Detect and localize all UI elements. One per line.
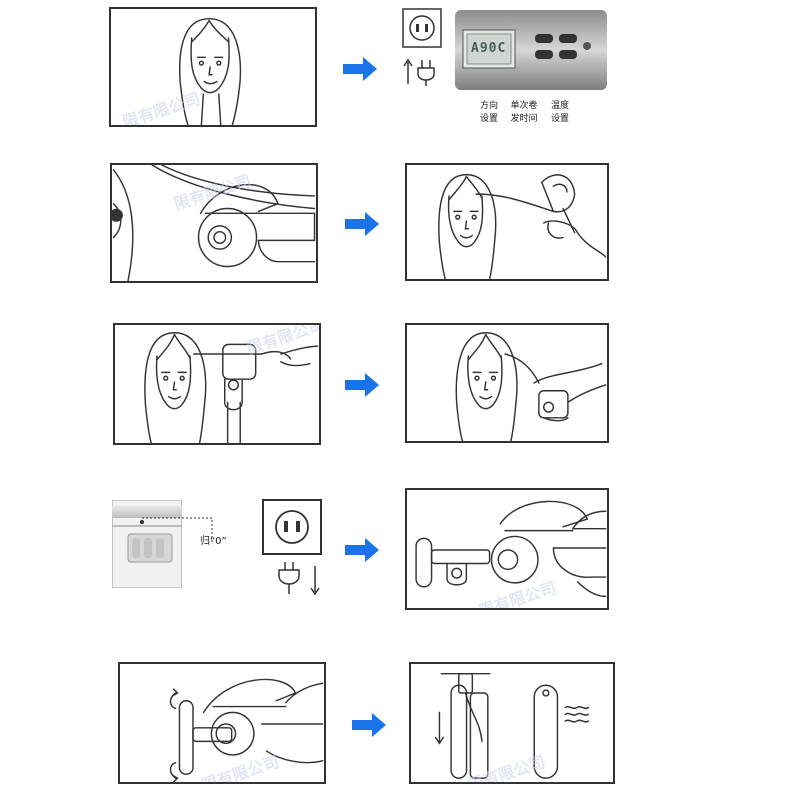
- step2-curler-closeup-panel: 限有限公司: [110, 163, 318, 283]
- arrow-right-icon: [345, 538, 379, 562]
- arrow-right-icon: [345, 212, 379, 236]
- curler-closeup: [112, 165, 316, 281]
- rotate-cleaning-tool: [169, 678, 324, 782]
- label-temperature: 温度 设置: [550, 101, 569, 124]
- step1-woman-panel: 限有限公司: [109, 7, 317, 127]
- power-socket-icon: [262, 499, 322, 555]
- step4-clean-tool-panel: 限有限公司: [405, 488, 609, 610]
- woman-inserting-hair: [438, 173, 607, 279]
- label-duration: 单次卷 发时间: [510, 101, 538, 124]
- step2-hair-insert-panel: [405, 163, 609, 281]
- woman-curling-hair: [455, 332, 607, 441]
- woman-holding-curler: [144, 332, 319, 443]
- power-socket-icon: [402, 8, 442, 48]
- cleaning-tool-insert: [415, 500, 607, 598]
- step3-clamp-panel: 限有限公司: [113, 323, 321, 445]
- step5-remove-tool-panel: 限有限公司: [409, 662, 615, 784]
- dotted-leader-line: [142, 517, 213, 542]
- arrow-right-icon: [343, 57, 377, 81]
- plug-down-icon: [278, 562, 320, 596]
- plug-up-icon: [403, 58, 435, 86]
- control-panel-device: A90C: [455, 10, 607, 90]
- reset-display-device: [111, 499, 183, 589]
- step5-rotate-tool-panel: 限有限公司: [118, 662, 326, 784]
- arrow-right-icon: [345, 373, 379, 397]
- label-direction: 方向 设置: [479, 101, 498, 124]
- step3-curling-panel: [405, 323, 609, 443]
- removed-cleaning-tool: [434, 672, 590, 779]
- arrow-right-icon: [352, 713, 386, 737]
- lcd-readout: A90C: [471, 41, 507, 56]
- reset-zero-label: 归“0”: [200, 536, 227, 547]
- woman-portrait: [179, 17, 242, 125]
